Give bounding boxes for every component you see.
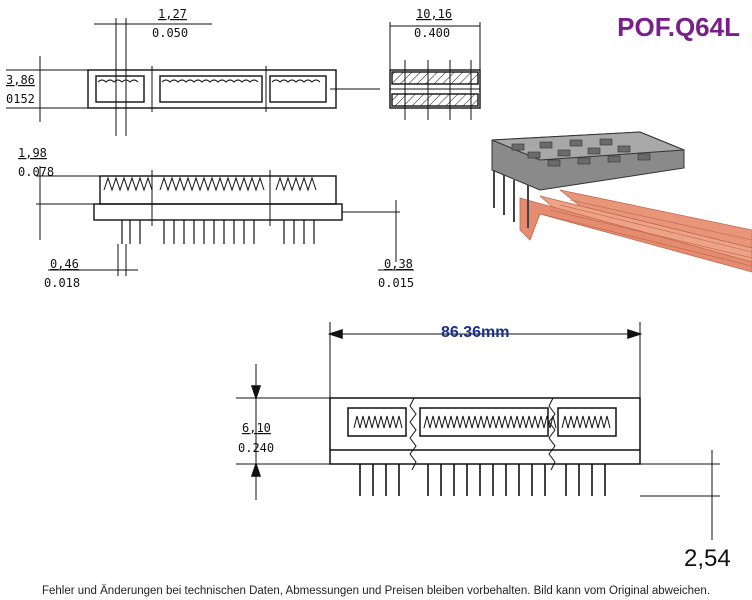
pin-width-mm-label: 0,46: [50, 257, 79, 271]
pin-offset-inch-label: 0.015: [378, 276, 414, 290]
disclaimer-footer: Fehler und Änderungen bei technischen Da…: [41, 585, 711, 597]
section-view: [389, 22, 481, 120]
front-view: [36, 166, 414, 276]
row-pitch-label: 2,54: [684, 545, 731, 572]
total-height-inch-label: 0.240: [238, 441, 274, 455]
width-inch-label: 0.400: [414, 26, 450, 40]
depth-inch-label: 0152: [6, 92, 35, 106]
body-height-inch-label: 0.078: [18, 165, 54, 179]
length-label: 86.36mm: [441, 324, 510, 341]
pin-width-inch-label: 0.018: [44, 276, 80, 290]
depth-mm-label: 3,86: [6, 73, 35, 87]
pitch-mm-label: 1,27: [158, 7, 187, 21]
pitch-inch-label: 0.050: [152, 26, 188, 40]
width-mm-label: 10,16: [416, 7, 452, 21]
product-code-title: POF.Q64L: [617, 12, 740, 42]
total-height-mm-label: 6,10: [242, 421, 271, 435]
detail-view: [236, 322, 720, 540]
pin-offset-mm-label: 0,38: [384, 257, 413, 271]
body-height-mm-label: 1,98: [18, 146, 47, 160]
connector-photo: [491, 131, 752, 273]
top-view: [6, 18, 380, 136]
